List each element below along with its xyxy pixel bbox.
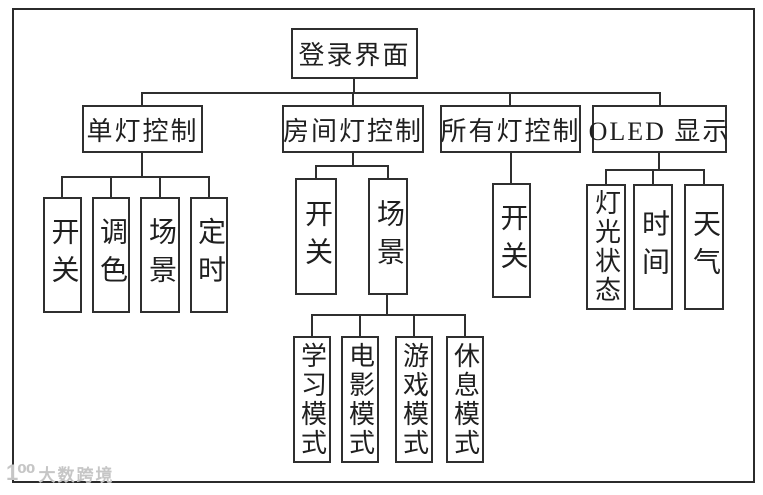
connector-bus-room bbox=[315, 165, 389, 167]
node-weather: 天气 bbox=[684, 184, 724, 310]
watermark: 1⁰⁰ 大数跨境 bbox=[6, 460, 115, 486]
connector-drop-scene2 bbox=[387, 165, 389, 178]
node-switch-room: 开关 bbox=[295, 178, 337, 295]
node-switch-all: 开关 bbox=[492, 183, 531, 298]
node-scene-single: 场景 bbox=[140, 197, 180, 313]
connector-stub-oled bbox=[658, 153, 660, 170]
connector-drop-rest bbox=[464, 314, 466, 336]
node-scene-room: 场景 bbox=[368, 178, 408, 295]
connector-drop-scene1 bbox=[159, 176, 161, 197]
node-switch-single: 开关 bbox=[43, 197, 82, 313]
connector-drop-branch4 bbox=[659, 92, 661, 105]
connector-drop-branch3 bbox=[509, 92, 511, 105]
connector-drop-weather bbox=[703, 169, 705, 184]
connector-drop-timer bbox=[208, 176, 210, 197]
node-game-mode: 游戏模式 bbox=[395, 336, 433, 463]
connector-root-stub bbox=[352, 79, 355, 93]
connector-stub-scene bbox=[386, 295, 388, 315]
connector-drop-time bbox=[652, 169, 654, 184]
connector-drop-game bbox=[413, 314, 415, 336]
connector-stub-single bbox=[141, 153, 143, 177]
connector-stub-room bbox=[352, 153, 354, 166]
connector-drop-branch1 bbox=[141, 92, 143, 105]
connector-drop-color bbox=[110, 176, 112, 197]
node-login-screen: 登录界面 bbox=[291, 28, 418, 79]
connector-drop-branch2 bbox=[352, 92, 354, 105]
node-room-light-control: 房间灯控制 bbox=[282, 105, 424, 153]
connector-drop-study bbox=[311, 314, 313, 336]
node-oled-display: OLED 显示 bbox=[589, 105, 728, 153]
connector-drop-movie bbox=[359, 314, 361, 336]
connector-stub-all bbox=[510, 153, 512, 183]
outer-border bbox=[12, 8, 755, 483]
watermark-logo-icon: 1⁰⁰ bbox=[6, 460, 35, 485]
node-color-tuning: 调色 bbox=[92, 197, 130, 313]
connector-bus-modes bbox=[311, 314, 465, 316]
node-time: 时间 bbox=[633, 184, 673, 310]
node-timer: 定时 bbox=[190, 197, 228, 313]
connector-bus-single bbox=[61, 176, 210, 178]
node-rest-mode: 休息模式 bbox=[446, 336, 484, 463]
connector-drop-switch1 bbox=[61, 176, 63, 197]
connector-drop-switch2 bbox=[315, 165, 317, 178]
node-all-lights-control: 所有灯控制 bbox=[440, 105, 581, 153]
node-study-mode: 学习模式 bbox=[293, 336, 331, 463]
connector-bus-oled bbox=[605, 169, 705, 171]
connector-bus-level2 bbox=[141, 92, 661, 94]
node-movie-mode: 电影模式 bbox=[341, 336, 379, 463]
node-light-status: 灯光状态 bbox=[586, 184, 626, 310]
watermark-text: 大数跨境 bbox=[38, 465, 115, 485]
connector-drop-status bbox=[605, 169, 607, 184]
node-single-light-control: 单灯控制 bbox=[82, 105, 203, 153]
